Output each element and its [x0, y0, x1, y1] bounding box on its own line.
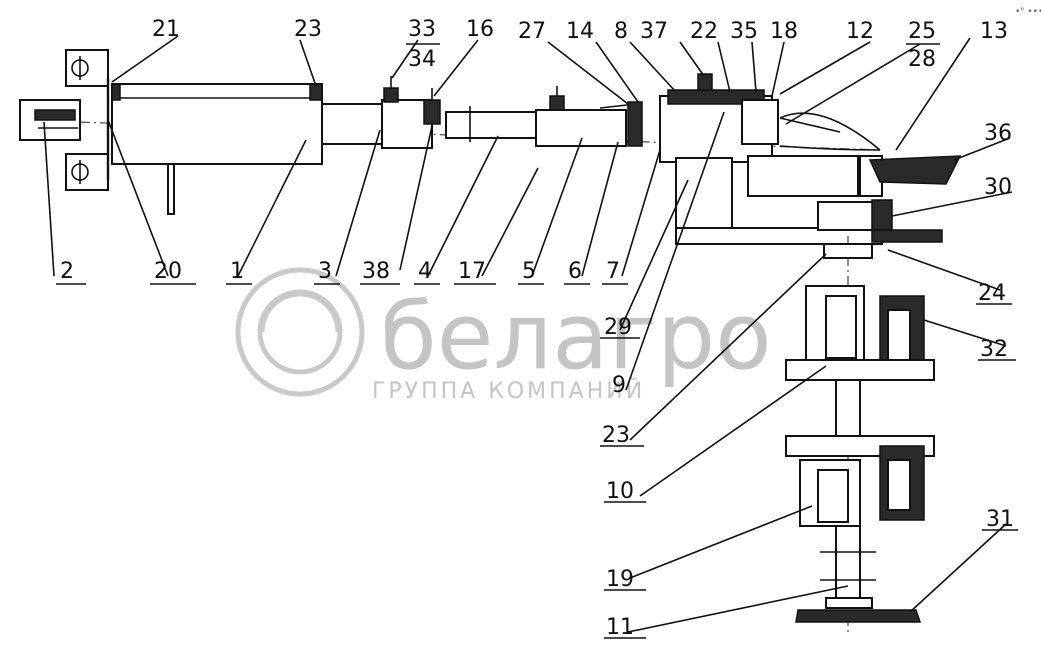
callout-1: 1: [230, 259, 244, 284]
callout-8: 8: [614, 19, 628, 44]
callout-27: 27: [518, 19, 546, 44]
callout-29: 29: [604, 315, 632, 340]
callout-3: 3: [318, 259, 332, 284]
label-underlines: [56, 283, 1018, 639]
callout-30: 30: [984, 175, 1012, 200]
part-4-shaft: [445, 106, 537, 142]
callout-12: 12: [846, 19, 874, 44]
callout-6: 6: [568, 259, 582, 284]
callout-9: 9: [612, 373, 626, 398]
callout-19: 19: [606, 567, 634, 592]
watermark-brand: белагро: [380, 283, 772, 390]
callout-24: 24: [978, 281, 1006, 306]
part-5-cylinder: [535, 86, 643, 147]
callout-7: 7: [606, 259, 620, 284]
callout-31: 31: [986, 507, 1014, 532]
part-11-shaft: [820, 525, 876, 603]
part-gearbox: [659, 73, 881, 163]
part-1-housing: [111, 83, 323, 215]
corner-mark: •" •••: [1015, 7, 1041, 17]
callout-38: 38: [362, 259, 390, 284]
callout-21: 21: [152, 17, 180, 42]
callout-17: 17: [458, 259, 486, 284]
callout-32: 32: [980, 337, 1008, 362]
callout-20: 20: [154, 259, 182, 284]
callout-23-lower: 23: [602, 423, 630, 448]
watermark-subtitle: ГРУППА КОМПАНИЙ: [372, 378, 645, 404]
callout-34: 34: [408, 47, 436, 72]
part-2-flange: [19, 49, 110, 191]
part-3-shaft: [321, 76, 441, 149]
watermark-logo: белагро ГРУППА КОМПАНИЙ: [235, 267, 772, 404]
callout-16: 16: [466, 17, 494, 42]
part-32-pulley: [785, 243, 935, 381]
callout-18: 18: [770, 19, 798, 44]
callout-13: 13: [980, 19, 1008, 44]
part-10-shaft: [835, 379, 861, 441]
callout-28: 28: [908, 47, 936, 72]
callout-4: 4: [418, 259, 432, 284]
callout-5: 5: [522, 259, 536, 284]
callout-36: 36: [984, 121, 1012, 146]
leader-lines: [43, 35, 1013, 633]
callout-2: 2: [60, 259, 74, 284]
callout-22: 22: [690, 19, 718, 44]
callout-11: 11: [606, 615, 634, 640]
callout-35: 35: [730, 19, 758, 44]
callout-23: 23: [294, 17, 322, 42]
callout-14: 14: [566, 19, 594, 44]
callout-37: 37: [640, 19, 668, 44]
callout-25: 25: [908, 19, 936, 44]
callout-33: 33: [408, 17, 436, 42]
callout-10: 10: [606, 479, 634, 504]
part-13-tip: [859, 155, 962, 197]
part-31-base-disc: [795, 597, 922, 623]
part-vertical-frame: [675, 155, 943, 245]
part-19-pulley: [785, 435, 935, 527]
